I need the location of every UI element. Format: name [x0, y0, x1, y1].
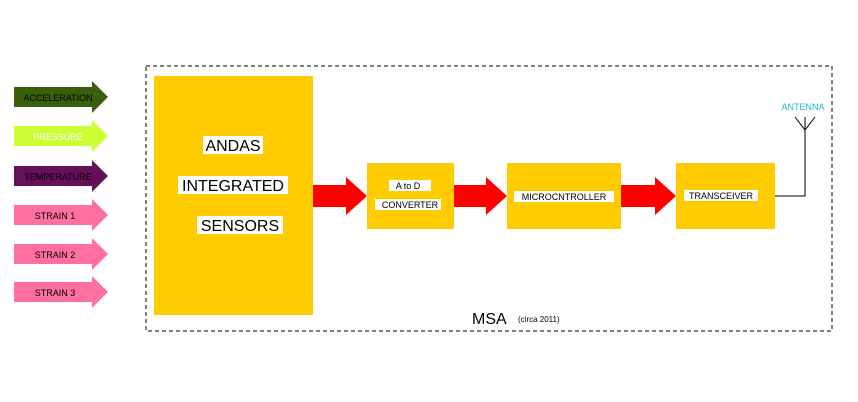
input-arrow-acceleration-shape — [14, 81, 108, 113]
antenna-icon — [775, 116, 816, 197]
msa-enclosure — [145, 65, 833, 332]
antenna-label: ANTENNA — [781, 102, 824, 112]
sensors-line-2-bg — [178, 176, 288, 194]
sensors-line-1-bg — [203, 136, 263, 154]
sensors-line-2: INTEGRATED — [182, 178, 284, 195]
msa-title: MSA — [472, 311, 507, 328]
flow-arrow-mcu-to-transceiver — [621, 177, 676, 215]
transceiver-label: TRANSCEIVER — [689, 191, 754, 201]
adc-line-2-bg — [375, 199, 441, 210]
input-arrow-pressure-shape — [14, 120, 108, 152]
input-arrow-temperature-shape — [14, 160, 108, 192]
msa-note: (circa 2011) — [518, 315, 560, 324]
mcu-label: MICROCNTROLLER — [522, 192, 607, 202]
flow-arrow-sensors-to-adc — [313, 177, 367, 215]
input-arrow-strain-1: STRAIN 1 — [14, 199, 108, 231]
sensor-inputs: ACCELERATION PRESSURE TEMPERATURE STRAIN… — [14, 81, 108, 308]
input-arrow-strain-2-shape — [14, 238, 108, 270]
mcu-label-bg — [514, 191, 614, 202]
sensors-line-3: SENSORS — [201, 218, 279, 235]
input-label-pressure: PRESSURE — [33, 132, 83, 142]
input-arrow-strain-1-shape — [14, 199, 108, 231]
adc-line-1-bg — [389, 180, 431, 191]
input-label-temperature: TEMPERATURE — [24, 172, 91, 182]
input-arrow-pressure: PRESSURE — [14, 120, 108, 152]
transceiver-label-bg — [684, 190, 758, 201]
input-arrow-acceleration: ACCELERATION — [14, 81, 108, 113]
flow-arrow-adc-to-mcu — [454, 177, 507, 215]
input-label-strain-1: STRAIN 1 — [35, 211, 76, 221]
sensors-line-3-bg — [197, 216, 283, 234]
input-label-strain-2: STRAIN 2 — [35, 250, 76, 260]
input-arrow-strain-2: STRAIN 2 — [14, 238, 108, 270]
input-arrow-strain-3: STRAIN 3 — [14, 276, 108, 308]
adc-block — [367, 163, 454, 229]
input-arrow-temperature: TEMPERATURE — [14, 160, 108, 192]
adc-line-2: CONVERTER — [382, 200, 439, 210]
input-label-strain-3: STRAIN 3 — [35, 288, 76, 298]
sensors-block — [154, 76, 313, 315]
input-arrow-strain-3-shape — [14, 276, 108, 308]
sensors-line-1: ANDAS — [205, 138, 260, 155]
adc-line-1: A to D — [396, 181, 421, 191]
input-label-acceleration: ACCELERATION — [23, 93, 92, 103]
